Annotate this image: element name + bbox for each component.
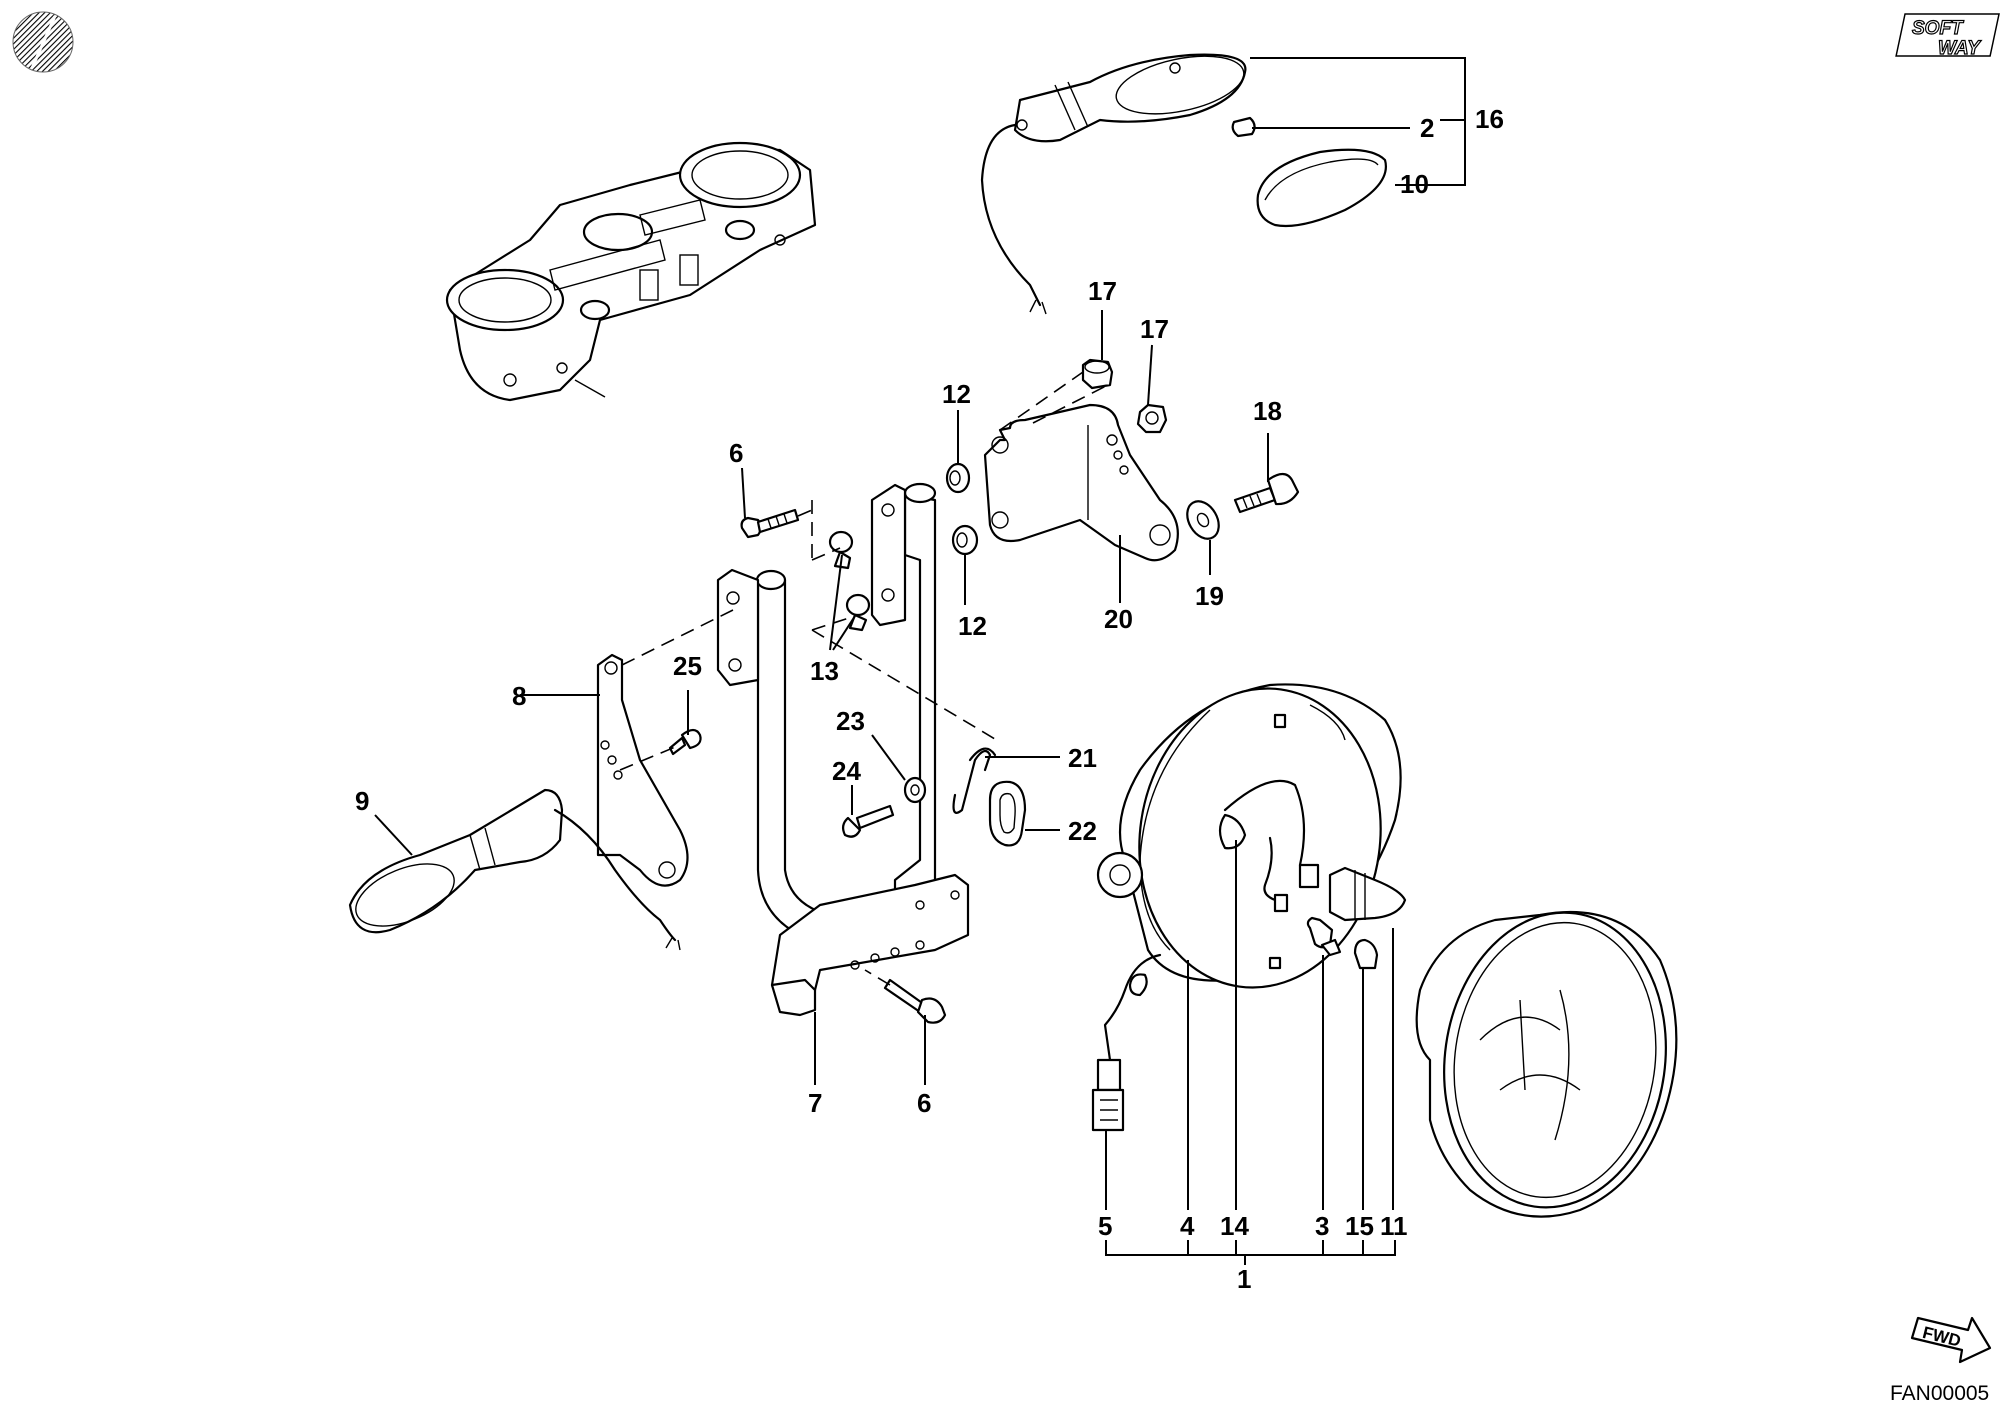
grommet-22 — [988, 780, 1027, 847]
clip-21 — [952, 747, 997, 814]
callout-3: 3 — [1315, 1211, 1329, 1241]
bolt-18 — [1233, 472, 1300, 514]
washer-23 — [903, 776, 927, 804]
fwd-arrow-icon: FWD — [1910, 1316, 1992, 1364]
callout-14: 14 — [1220, 1211, 1249, 1241]
callout-19: 19 — [1195, 581, 1224, 611]
callout-23: 23 — [836, 706, 865, 736]
bolt-24 — [841, 804, 895, 838]
nut-17b — [1136, 403, 1168, 434]
bolt-6b — [883, 978, 947, 1024]
brand-logo: SOFT WAY — [1895, 13, 2000, 60]
callout-17b: 17 — [1140, 314, 1169, 344]
callout-10: 10 — [1400, 169, 1429, 199]
headlight-housing — [1091, 683, 1407, 1132]
callout-4: 4 — [1180, 1211, 1195, 1241]
grommet-12b — [951, 524, 979, 556]
brand-logo-top: SOFT — [1912, 18, 1964, 39]
callout-7: 7 — [808, 1088, 822, 1118]
headlight-lens — [1415, 910, 1678, 1218]
callout-8: 8 — [512, 681, 526, 711]
hatched-disc-icon — [12, 11, 74, 73]
callout-1: 1 — [1237, 1264, 1251, 1294]
callout-18: 18 — [1253, 396, 1282, 426]
callout-12b: 12 — [958, 611, 987, 641]
left-turn-signal — [348, 788, 681, 951]
headlight-frame — [716, 482, 970, 1017]
callout-20: 20 — [1104, 604, 1133, 634]
callout-17a: 17 — [1088, 276, 1117, 306]
callout-21: 21 — [1068, 743, 1097, 773]
bolt-6a — [740, 508, 800, 539]
callout-12a: 12 — [942, 379, 971, 409]
washer-19 — [1186, 500, 1220, 540]
turn-signal-lens — [1256, 148, 1387, 228]
callout-25: 25 — [673, 651, 702, 681]
front-turn-signal — [980, 53, 1247, 315]
grommet-12a — [945, 462, 971, 494]
bulb-15 — [1353, 938, 1379, 970]
callout-6b: 6 — [917, 1088, 931, 1118]
callout-labels: 16 2 10 17 17 18 12 12 6 19 20 13 25 8 2… — [355, 104, 1504, 1294]
callout-9: 9 — [355, 786, 369, 816]
callout-16: 16 — [1475, 104, 1504, 134]
callout-13: 13 — [810, 656, 839, 686]
left-signal-bracket — [596, 653, 689, 887]
callout-5: 5 — [1098, 1211, 1112, 1241]
brand-logo-bottom: WAY — [1938, 38, 1982, 59]
drawing-code: FAN00005 — [1890, 1382, 1989, 1405]
callout-24: 24 — [832, 756, 861, 786]
grommet-13a — [828, 530, 854, 570]
leader-lines — [374, 57, 1466, 1265]
callout-2: 2 — [1420, 113, 1434, 143]
turn-signal-bulb — [1231, 116, 1256, 138]
assembly-lines — [619, 371, 1109, 986]
callout-6a: 6 — [729, 438, 743, 468]
triple-clamp — [445, 141, 817, 402]
nut-17a — [1081, 358, 1114, 390]
callout-11: 11 — [1380, 1211, 1408, 1241]
callout-15: 15 — [1345, 1211, 1374, 1241]
callout-22: 22 — [1068, 816, 1097, 846]
right-bracket — [983, 403, 1179, 562]
bulb-socket-3 — [1306, 916, 1342, 957]
screw-25 — [668, 728, 702, 756]
